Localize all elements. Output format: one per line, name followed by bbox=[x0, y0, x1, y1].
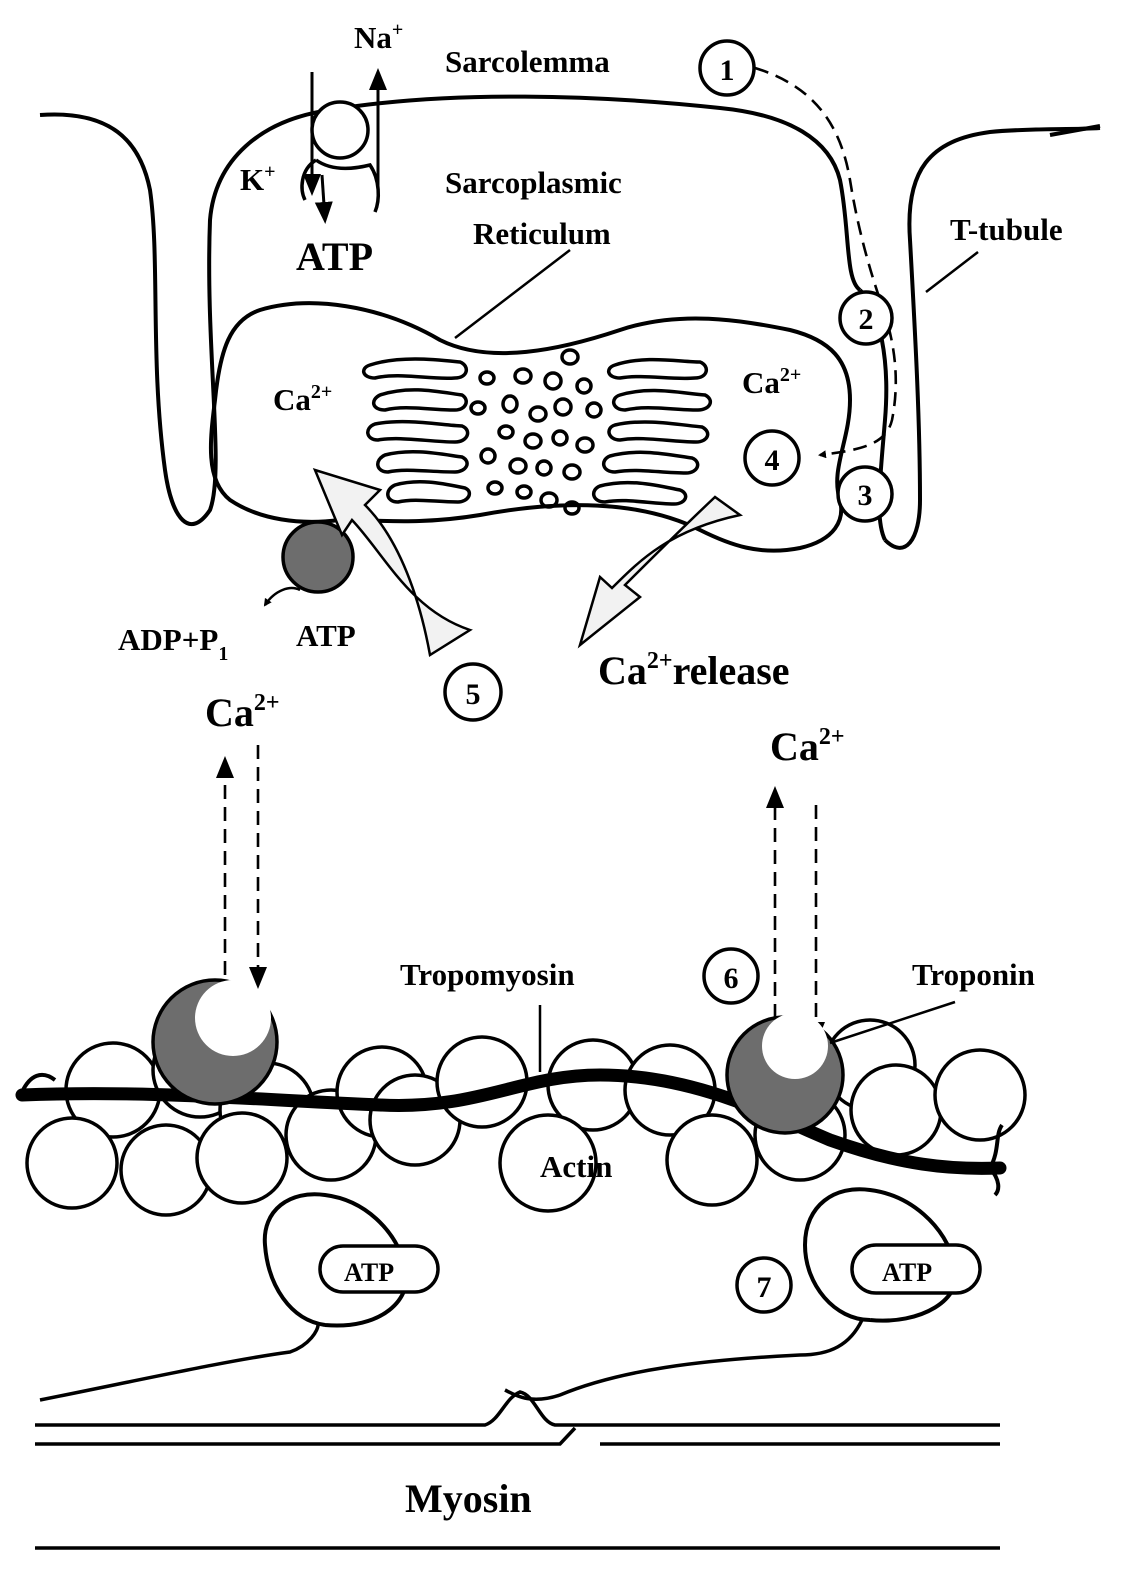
svg-text:6: 6 bbox=[724, 962, 739, 995]
atp-pump-label: ATP bbox=[296, 234, 373, 279]
sarcoplasmic-reticulum bbox=[208, 301, 853, 553]
ca-binding-arrows-right bbox=[766, 786, 825, 1044]
sr-vesicles bbox=[469, 348, 603, 516]
myosin-label: Myosin bbox=[405, 1476, 532, 1521]
reticulum-label: Reticulum bbox=[473, 216, 611, 251]
sr-cisternae-right bbox=[592, 357, 713, 506]
svg-text:1: 1 bbox=[720, 54, 735, 87]
sr-pointer bbox=[454, 249, 571, 339]
svg-text:7: 7 bbox=[757, 1271, 772, 1304]
step-5: 5 bbox=[443, 662, 503, 722]
pump-circle bbox=[310, 100, 370, 160]
release-arrow bbox=[577, 495, 744, 649]
reuptake-arrow bbox=[312, 468, 473, 658]
sarcoplasmic-label: Sarcoplasmic bbox=[445, 165, 622, 200]
ca-cytosol-left-label: Ca2+ bbox=[205, 690, 280, 735]
svg-text:3: 3 bbox=[858, 479, 873, 512]
serca-pump bbox=[263, 520, 355, 607]
actin-monomer bbox=[498, 1113, 598, 1213]
sarcolemma-label: Sarcolemma bbox=[445, 44, 610, 79]
atp-head-left-label: ATP bbox=[344, 1258, 394, 1287]
k-label: K+ bbox=[240, 161, 276, 197]
serca-circle bbox=[281, 520, 355, 594]
step-1: 1 bbox=[698, 39, 756, 97]
troponin-pointer bbox=[829, 1000, 956, 1045]
t-tubule-pointer bbox=[925, 251, 979, 293]
svg-text:2: 2 bbox=[859, 303, 874, 336]
ca-cytosol-right-label: Ca2+ bbox=[770, 724, 845, 769]
step-4: 4 bbox=[743, 429, 801, 487]
na-label: Na+ bbox=[354, 19, 403, 55]
troponin-right bbox=[725, 1013, 845, 1135]
myosin-head-right bbox=[504, 1187, 982, 1401]
svg-text:5: 5 bbox=[466, 678, 481, 711]
tropomyosin-label: Tropomyosin bbox=[400, 957, 575, 992]
ca-binding-arrows-left bbox=[216, 745, 267, 989]
thick-filament bbox=[35, 1390, 1000, 1550]
sr-cisternae-left bbox=[362, 357, 472, 504]
atp-serca-label: ATP bbox=[296, 618, 356, 653]
atp-head-right-label: ATP bbox=[882, 1258, 932, 1287]
ca-left-sr-label: Ca2+ bbox=[273, 381, 332, 417]
ca-right-sr-label: Ca2+ bbox=[742, 364, 801, 400]
t-tubule-label: T-tubule bbox=[950, 212, 1063, 247]
actin-label: Actin bbox=[540, 1149, 612, 1184]
step-7: 7 bbox=[735, 1256, 793, 1314]
adp-label: ADP+P1 bbox=[118, 622, 228, 665]
step-6: 6 bbox=[702, 947, 760, 1005]
ca-release-label: Ca2+release bbox=[598, 648, 790, 693]
troponin-label: Troponin bbox=[912, 957, 1035, 992]
sodium-potassium-pump bbox=[300, 68, 387, 224]
step-2: 2 bbox=[838, 290, 894, 346]
step-3: 3 bbox=[836, 465, 894, 523]
myosin-head-left bbox=[39, 1192, 440, 1402]
svg-text:4: 4 bbox=[765, 444, 780, 477]
troponin-left bbox=[151, 978, 279, 1106]
